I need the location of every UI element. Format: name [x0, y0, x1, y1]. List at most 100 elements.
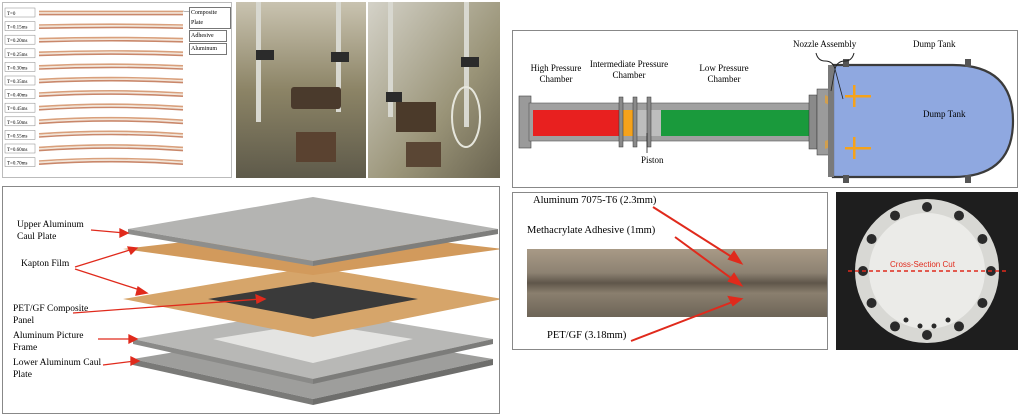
- plate-profile: [38, 63, 184, 67]
- label-lower-caul: Lower Aluminum Caul Plate: [13, 358, 102, 380]
- plate-profile: [38, 26, 184, 29]
- label-upper-caul: Upper Aluminum Caul Plate: [17, 220, 84, 242]
- plate-profile: [38, 93, 184, 97]
- label-petgf-layer: PET/GF (3.18mm): [547, 330, 627, 341]
- layup-svg: [72, 197, 499, 405]
- small-hole: [931, 323, 937, 329]
- plate-profile: [38, 38, 184, 41]
- label-frame: Aluminum Picture Frame: [13, 331, 84, 353]
- plate-profile: [38, 23, 184, 26]
- setup-photo-panel: [236, 2, 500, 178]
- time-label: T=0.15ms: [7, 26, 28, 31]
- intermediate-section: [623, 110, 633, 136]
- plate-profile: [38, 106, 184, 111]
- plate-profile: [38, 66, 184, 70]
- cross-section-svg: [527, 206, 827, 342]
- time-label: T=0: [7, 12, 16, 17]
- plate-profile: [38, 118, 184, 123]
- time-label-box: [4, 130, 36, 140]
- time-label: T=0.60ms: [7, 148, 28, 153]
- time-label: T=0.45ms: [7, 107, 28, 112]
- high-pressure-section: [533, 110, 623, 136]
- plate-profile: [38, 65, 184, 68]
- plate-profile: [38, 144, 184, 149]
- plate-profile: [38, 53, 184, 57]
- plate-profile: [38, 130, 184, 135]
- time-label-box: [4, 7, 36, 18]
- time-label-box: [4, 89, 36, 99]
- plate-profile: [38, 159, 184, 164]
- cross-section-arrows: [630, 206, 744, 342]
- plate-profile: [38, 105, 184, 109]
- deformation-series-svg: T=0T=0.15msT=0.20msT=0.25msT=0.30msT=0.3…: [4, 7, 191, 167]
- bolt-hole: [866, 234, 877, 244]
- low-pressure-section: [661, 110, 811, 136]
- legend-aluminum: Aluminum: [189, 43, 227, 55]
- cross-section-panel: Aluminum 7075-T6 (2.3mm) Methacrylate Ad…: [512, 192, 828, 350]
- shock-tube-svg: [518, 52, 1015, 183]
- plate-profile: [38, 157, 184, 162]
- label-adhesive-layer: Methacrylate Adhesive (1mm): [527, 225, 656, 236]
- label-dump-tank: Dump Tank: [913, 39, 956, 49]
- plate-profile: [38, 51, 184, 55]
- plate-profile: [38, 116, 184, 121]
- plate-profile: [38, 76, 184, 81]
- plate-profile: [38, 91, 184, 96]
- label-low-pressure: Low Pressure Chamber: [699, 63, 749, 84]
- small-hole: [903, 317, 909, 323]
- label-nozzle: Nozzle Assembly: [793, 39, 857, 49]
- shock-tube-panel: High Pressure Chamber Intermediate Press…: [512, 30, 1018, 188]
- plate-profile: [38, 145, 184, 150]
- plate-profile: [38, 39, 184, 43]
- time-label: T=0.20ms: [7, 39, 28, 44]
- plate-profile: [38, 50, 184, 53]
- setup-photo-illustration: [236, 2, 500, 178]
- legend-composite: Composite Plate: [189, 7, 231, 29]
- specimen-panel: Cross-Section Cut: [836, 192, 1018, 350]
- label-composite: PET/GF Composite Panel: [13, 304, 89, 326]
- label-intermediate: Intermediate Pressure Chamber: [589, 59, 669, 80]
- label-high-pressure: High Pressure Chamber: [530, 63, 582, 84]
- plate-profile: [38, 79, 184, 84]
- bolt-hole: [922, 202, 932, 212]
- label-dump-tank-inner: Dump Tank: [923, 109, 966, 119]
- time-label: T=0.40ms: [7, 94, 28, 99]
- plate-profile: [38, 90, 184, 94]
- plate-profile: [38, 36, 184, 40]
- pet-gf-composite: [208, 282, 418, 319]
- bolt-hole: [977, 298, 988, 308]
- time-label-box: [4, 21, 36, 31]
- plate-profile: [38, 103, 184, 108]
- bolt-hole: [866, 298, 877, 308]
- bolt-hole: [977, 234, 988, 244]
- label-cross-section-cut: Cross-Section Cut: [890, 260, 955, 269]
- plate-profile: [38, 133, 184, 138]
- time-label-box: [4, 102, 36, 113]
- small-hole: [917, 323, 923, 329]
- series-legend: Composite Plate Adhesive Aluminum: [189, 7, 231, 55]
- plate-profile: [38, 160, 184, 165]
- time-label: T=0.70ms: [7, 162, 28, 167]
- legend-adhesive: Adhesive: [189, 30, 227, 42]
- time-label-box: [4, 48, 36, 59]
- time-label: T=0.30ms: [7, 66, 28, 71]
- time-label: T=0.50ms: [7, 121, 28, 126]
- layup-panel: Upper Aluminum Caul Plate Kapton Film PE…: [2, 186, 500, 414]
- plate-profile: [38, 78, 184, 82]
- time-label-box: [4, 34, 36, 45]
- time-label-box: [4, 62, 36, 72]
- bolt-hole: [922, 330, 932, 340]
- plate-profile: [38, 132, 184, 136]
- bolt-hole: [890, 210, 900, 221]
- time-label-box: [4, 143, 36, 154]
- plate-profile: [38, 120, 184, 125]
- layup-arrows: [72, 227, 267, 367]
- plate-profile: [38, 147, 184, 152]
- time-label: T=0.55ms: [7, 134, 28, 139]
- bolt-holes: [858, 202, 996, 340]
- label-piston: Piston: [641, 155, 664, 165]
- bolt-hole: [954, 321, 964, 332]
- time-label: T=0.25ms: [7, 53, 28, 58]
- laminate-photo: [527, 249, 827, 317]
